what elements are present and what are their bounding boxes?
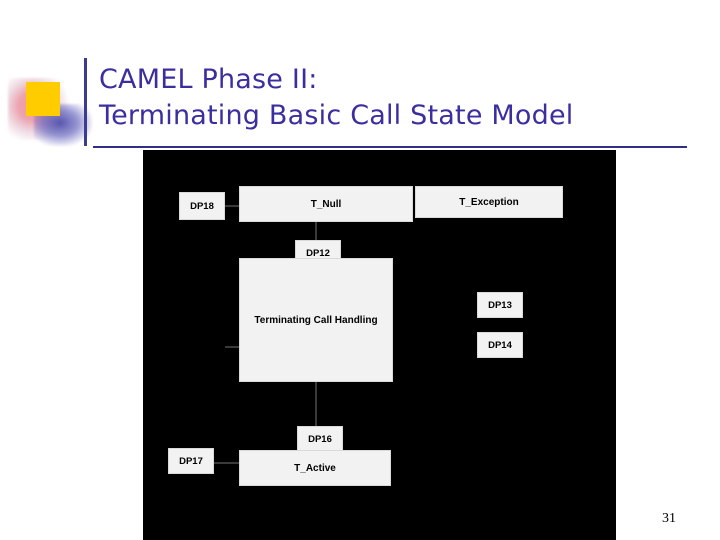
diagram-connector	[213, 462, 241, 464]
diagram-connector	[315, 222, 317, 240]
diagram-node: DP14	[477, 332, 523, 358]
diagram-node: Terminating Call Handling	[239, 258, 393, 382]
diagram-node: DP13	[477, 292, 523, 318]
title-underline	[93, 146, 687, 148]
diagram-connector	[315, 382, 317, 426]
diagram-node: T_Exception	[415, 186, 563, 218]
page-title-line-2: Terminating Basic Call State Model	[99, 100, 574, 131]
diagram-node: T_Null	[239, 186, 413, 222]
page-title-line-1: CAMEL Phase II:	[99, 64, 318, 95]
vertical-rule-decoration	[84, 58, 87, 146]
diagram-connector	[223, 205, 241, 207]
page-title: CAMEL Phase II: Terminating Basic Call S…	[99, 62, 679, 134]
diagram-connector	[225, 346, 241, 348]
diagram-node: DP17	[168, 448, 214, 474]
diagram-node: DP16	[297, 426, 343, 452]
decorative-corner-motif	[8, 58, 94, 146]
diagram-node: T_Active	[239, 450, 391, 486]
page-number: 31	[662, 511, 676, 526]
diagram-node: DP18	[179, 192, 225, 220]
yellow-square-decoration	[26, 82, 60, 116]
footer-note: ner slide	[558, 478, 601, 492]
